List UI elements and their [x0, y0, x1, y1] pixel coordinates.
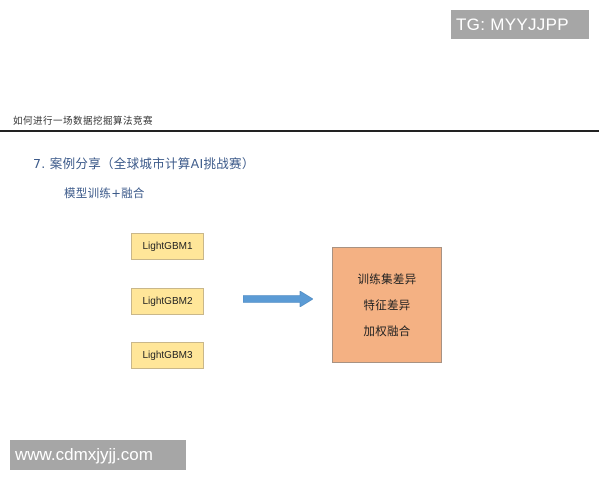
header-divider	[0, 130, 599, 132]
right-arrow-icon	[243, 291, 313, 307]
watermark-bottom: www.cdmxjyjj.com	[10, 440, 186, 470]
model-box-lightgbm3: LightGBM3	[131, 342, 204, 369]
fusion-result-box: 训练集差异 特征差异 加权融合	[332, 247, 442, 363]
result-line-training-set-diff: 训练集差异	[357, 272, 417, 286]
result-line-feature-diff: 特征差异	[363, 298, 411, 312]
model-box-lightgbm2: LightGBM2	[131, 288, 204, 315]
section-title: 7. 案例分享（全球城市计算AI挑战赛）	[33, 156, 255, 171]
model-box-lightgbm1: LightGBM1	[131, 233, 204, 260]
subsection-title: 模型训练+融合	[64, 186, 145, 200]
watermark-top: TG: MYYJJPP	[451, 10, 589, 39]
result-line-weighted-fusion: 加权融合	[363, 324, 411, 338]
slide-header-title: 如何进行一场数据挖掘算法竞赛	[13, 116, 154, 127]
